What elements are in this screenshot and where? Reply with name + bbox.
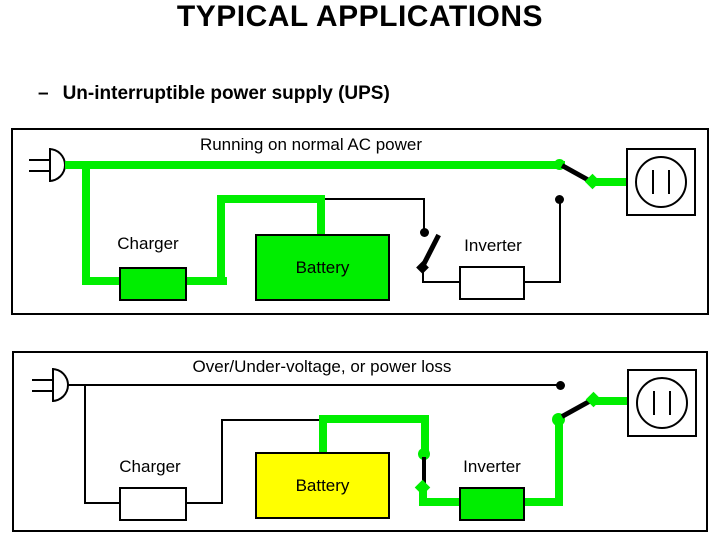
battery-switch-wire bbox=[421, 415, 429, 455]
charger-feed-wire bbox=[82, 161, 90, 285]
charger-box bbox=[119, 267, 187, 301]
switch-inverter-wire bbox=[422, 268, 424, 283]
bullet-text: Un-interruptible power supply (UPS) bbox=[62, 83, 390, 104]
battery-label: Battery bbox=[295, 257, 350, 277]
inverter-label: Inverter bbox=[464, 236, 522, 255]
charger-feed-wire bbox=[84, 385, 86, 504]
charger-label: Charger bbox=[119, 457, 181, 476]
battery-switch-wire bbox=[423, 198, 425, 232]
battery-riser-wire bbox=[317, 195, 325, 235]
outlet-slot bbox=[669, 391, 671, 415]
wall-outlet-icon bbox=[627, 369, 697, 437]
outlet-face bbox=[635, 156, 687, 208]
inverter-output-wire bbox=[555, 420, 563, 506]
inverter-contact-dot bbox=[555, 195, 564, 204]
inverter-label: Inverter bbox=[463, 457, 521, 476]
battery-switch-wire bbox=[325, 198, 425, 200]
ac-contact-dot bbox=[556, 381, 565, 390]
battery-riser-wire bbox=[319, 415, 327, 455]
ups-diagram-power-loss: Over/Under-voltage, or power loss Charge… bbox=[12, 351, 708, 532]
plug-prong bbox=[32, 390, 54, 392]
outlet-face bbox=[636, 377, 688, 429]
bullet-dash: – bbox=[38, 83, 49, 104]
switch-contact-dot bbox=[420, 228, 429, 237]
page-title: TYPICAL APPLICATIONS bbox=[176, 0, 544, 33]
wall-outlet-icon bbox=[626, 148, 696, 216]
plug-body bbox=[49, 148, 66, 182]
diagram-title: Over/Under-voltage, or power loss bbox=[192, 357, 452, 376]
switch-contact-dot bbox=[418, 448, 430, 460]
inverter-box bbox=[459, 487, 525, 521]
charger-battery-wire bbox=[221, 419, 223, 504]
charger-battery-wire bbox=[185, 502, 223, 504]
plug-prong bbox=[32, 379, 54, 381]
switch-inverter-wire bbox=[419, 488, 427, 506]
charger-battery-wire bbox=[217, 195, 225, 285]
inverter-box bbox=[459, 266, 525, 300]
charger-box bbox=[119, 487, 187, 521]
charger-battery-wire bbox=[217, 195, 325, 203]
plug-prong bbox=[29, 159, 51, 161]
battery-box: Battery bbox=[255, 234, 390, 301]
plug-prong bbox=[29, 170, 51, 172]
ac-line-wire bbox=[68, 384, 560, 386]
outlet-feed-wire bbox=[593, 178, 628, 186]
charger-feed-wire bbox=[84, 502, 121, 504]
diagram-title: Running on normal AC power bbox=[199, 135, 423, 154]
switch-contact-dot bbox=[554, 159, 565, 170]
inverter-output-wire bbox=[525, 281, 561, 283]
plug-body bbox=[52, 368, 69, 402]
outlet-slot bbox=[652, 170, 654, 194]
battery-switch-wire bbox=[319, 415, 429, 423]
battery-label: Battery bbox=[295, 475, 350, 495]
battery-box: Battery bbox=[255, 452, 390, 519]
charger-battery-wire bbox=[221, 419, 320, 421]
outlet-feed-wire bbox=[594, 397, 629, 405]
charger-label: Charger bbox=[117, 234, 179, 253]
switch-inverter-wire bbox=[419, 498, 461, 506]
inverter-output-wire bbox=[525, 498, 563, 506]
switch-blade bbox=[422, 457, 426, 486]
outlet-slot bbox=[653, 391, 655, 415]
switch-inverter-wire bbox=[422, 281, 459, 283]
bullet-item: –Un-interruptible power supply (UPS) bbox=[38, 83, 390, 105]
ups-diagram-normal-ac: Running on normal AC power Charger Batte… bbox=[11, 128, 709, 315]
ac-line-wire bbox=[65, 161, 565, 169]
outlet-slot bbox=[668, 170, 670, 194]
inverter-output-wire bbox=[559, 199, 561, 283]
